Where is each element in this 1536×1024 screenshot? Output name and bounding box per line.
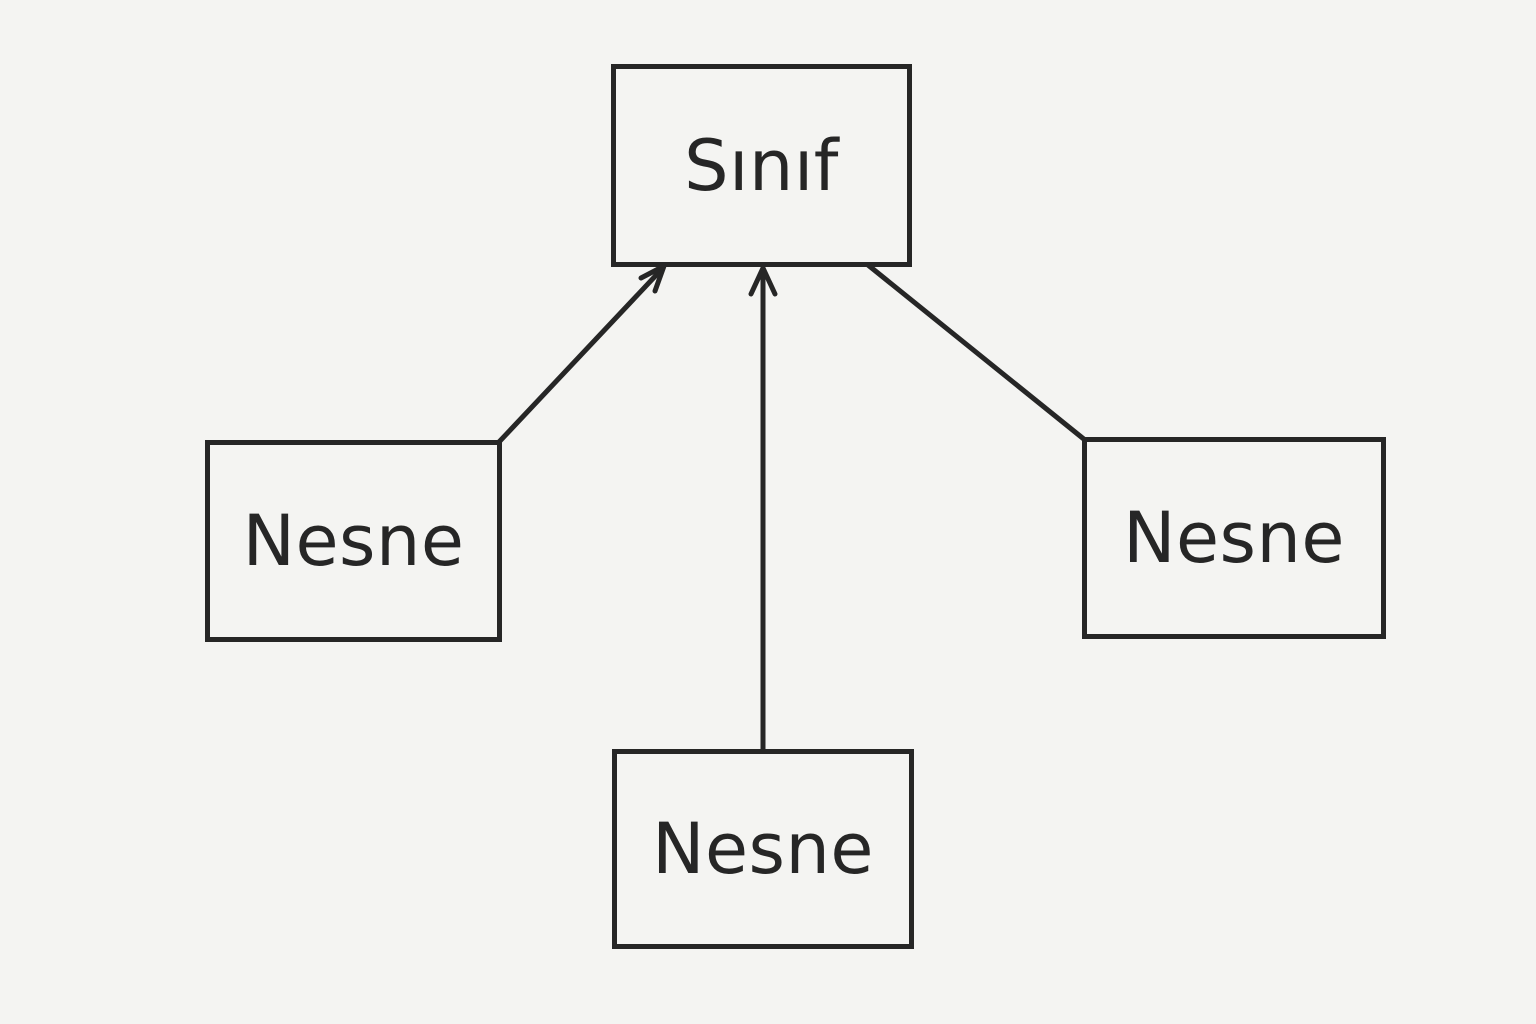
object-box-right: Nesne: [1082, 437, 1386, 639]
object-box-bottom-label: Nesne: [652, 808, 874, 890]
class-box-label: Sınıf: [684, 124, 839, 207]
edge-left-to-class-arrow: [496, 267, 664, 445]
object-box-bottom: Nesne: [612, 749, 914, 949]
object-box-left: Nesne: [205, 440, 502, 642]
class-box: Sınıf: [611, 64, 912, 267]
arrowhead-bottom: [748, 265, 778, 297]
object-box-right-label: Nesne: [1123, 497, 1345, 579]
edge-right-to-class-line: [865, 262, 1088, 443]
object-box-left-label: Nesne: [242, 500, 465, 582]
